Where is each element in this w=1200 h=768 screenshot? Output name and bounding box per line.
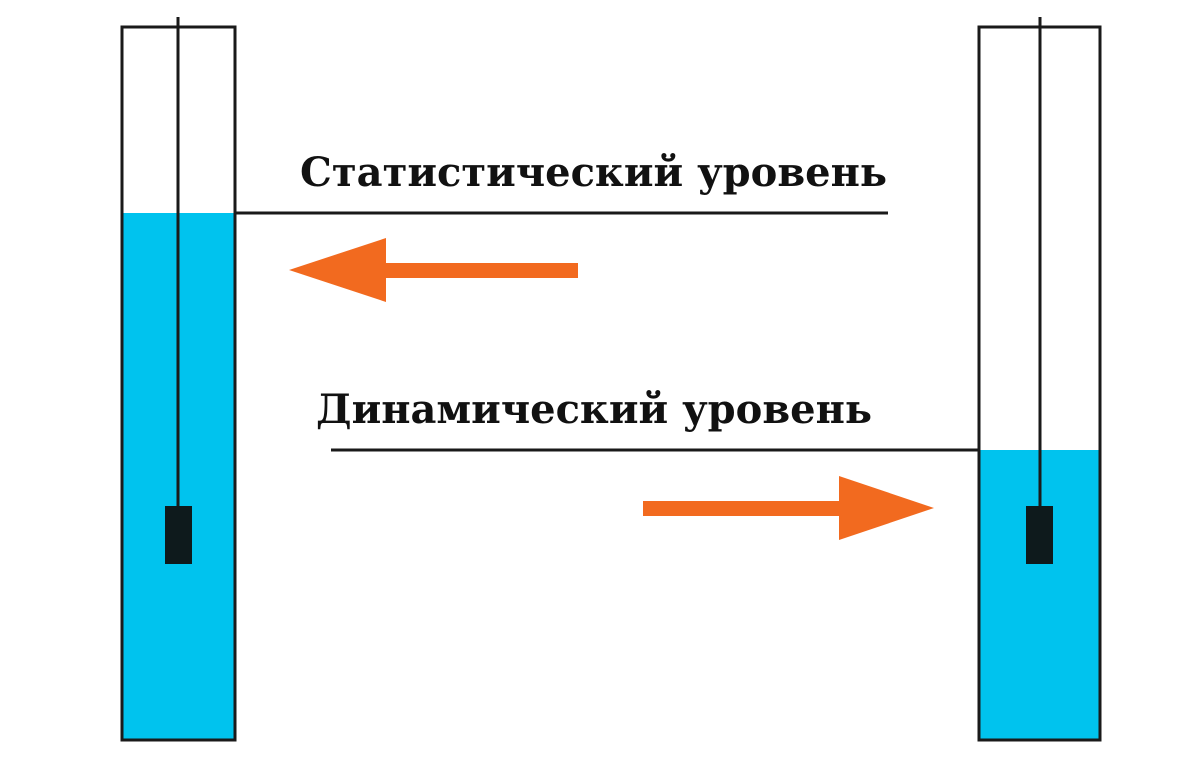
arrow-right-icon: [643, 476, 934, 540]
well-left: [120, 17, 237, 742]
dynamic-level-label: Динамический уровень: [316, 386, 872, 433]
arrow-left-icon: [289, 238, 578, 302]
static-level-label: Статистический уровень: [300, 149, 887, 196]
well-right: [977, 17, 1102, 742]
well-right-pump-icon: [1026, 506, 1053, 564]
well-left-pump-icon: [165, 506, 192, 564]
